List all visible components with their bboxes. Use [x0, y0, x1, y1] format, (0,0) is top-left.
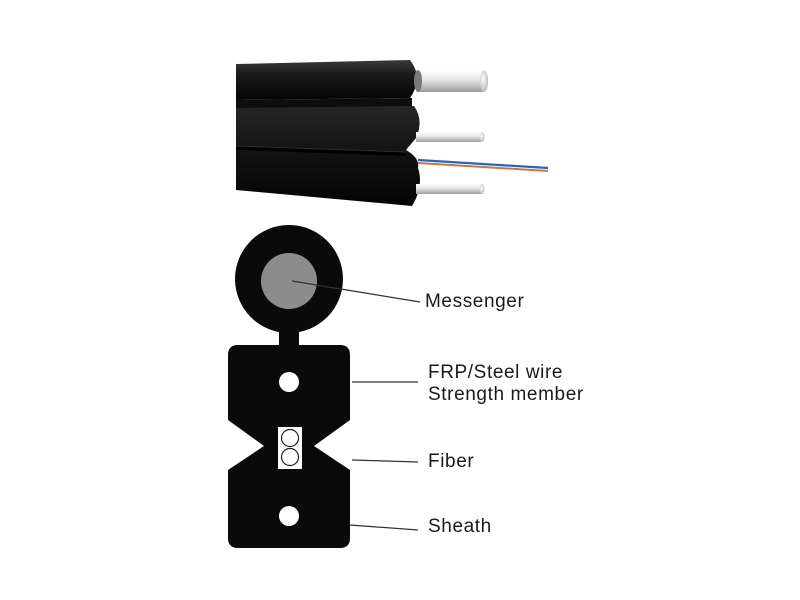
messenger-steel-wire: [414, 70, 488, 92]
strength-member-hole-top: [279, 372, 299, 392]
leader-messenger: [291, 280, 421, 303]
label-sheath: Sheath: [428, 516, 492, 537]
leader-sheath: [349, 524, 419, 531]
upper-strength-wire: [416, 132, 485, 142]
label-strength-line2: Strength member: [428, 384, 584, 405]
label-messenger: Messenger: [425, 291, 525, 312]
label-fiber: Fiber: [428, 451, 475, 472]
messenger-core: [261, 253, 317, 309]
strength-member-hole-bottom: [279, 506, 299, 526]
cable-cross-section: [228, 225, 350, 548]
label-strength-line1: FRP/Steel wire: [428, 362, 564, 383]
messenger-jacket: [236, 60, 417, 100]
label-strength-member: FRP/Steel wire Strength member: [428, 362, 584, 406]
fiber-circle-bottom: [280, 447, 300, 467]
cable-3d-view: [235, 60, 549, 206]
body-jacket: [236, 106, 420, 206]
leader-lines: [291, 280, 421, 531]
fiber-strands: [417, 158, 549, 172]
body-groove: [235, 146, 407, 156]
lower-strength-wire: [416, 184, 485, 194]
fiber-circle-top: [280, 428, 300, 448]
leader-fiber: [351, 459, 419, 463]
